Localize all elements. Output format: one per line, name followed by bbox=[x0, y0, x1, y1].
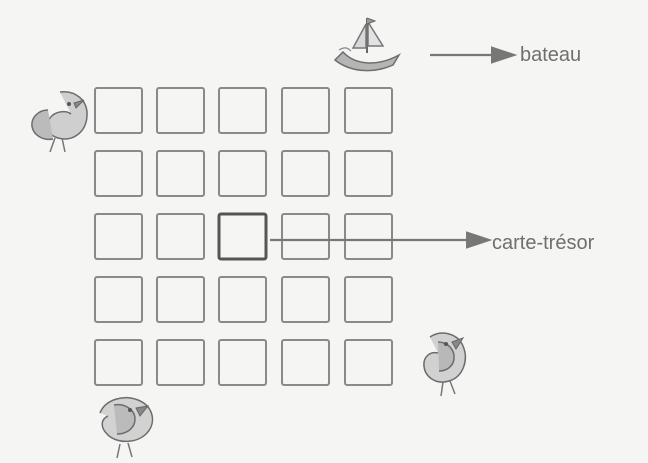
grid-cell-r1-c2 bbox=[157, 88, 204, 133]
grid-cell-r5-c2 bbox=[157, 340, 204, 385]
treasure-card-label: carte-trésor bbox=[492, 233, 594, 253]
grid-cell-r4-c2 bbox=[157, 277, 204, 322]
parrot-icon bbox=[32, 92, 87, 152]
game-grid bbox=[95, 88, 392, 385]
grid-cell-r4-c5 bbox=[345, 277, 392, 322]
grid-cell-r4-c1 bbox=[95, 277, 142, 322]
grid-cell-r1-c1 bbox=[95, 88, 142, 133]
grid-cell-r3-c2 bbox=[157, 214, 204, 259]
grid-cell-r2-c2 bbox=[157, 151, 204, 196]
grid-cell-r2-c5 bbox=[345, 151, 392, 196]
grid-cell-r1-c4 bbox=[282, 88, 329, 133]
highlighted-treasure-cell bbox=[219, 214, 266, 259]
grid-cell-r3-c1 bbox=[95, 214, 142, 259]
grid-cell-r1-c5 bbox=[345, 88, 392, 133]
grid-cell-r2-c3 bbox=[219, 151, 266, 196]
grid-cell-r4-c4 bbox=[282, 277, 329, 322]
grid-cell-r5-c1 bbox=[95, 340, 142, 385]
parrot-icon bbox=[424, 333, 465, 396]
grid-cell-r3-c5 bbox=[345, 214, 392, 259]
parrot-icon bbox=[100, 398, 153, 458]
grid-cell-r2-c1 bbox=[95, 151, 142, 196]
grid-cell-r3-c4 bbox=[282, 214, 329, 259]
boat-icon bbox=[335, 18, 399, 71]
grid-cell-r5-c5 bbox=[345, 340, 392, 385]
grid-cell-r1-c3 bbox=[219, 88, 266, 133]
grid-cell-r2-c4 bbox=[282, 151, 329, 196]
boat-label: bateau bbox=[520, 45, 581, 65]
grid-cell-r5-c4 bbox=[282, 340, 329, 385]
grid-cell-r4-c3 bbox=[219, 277, 266, 322]
grid-cell-r5-c3 bbox=[219, 340, 266, 385]
